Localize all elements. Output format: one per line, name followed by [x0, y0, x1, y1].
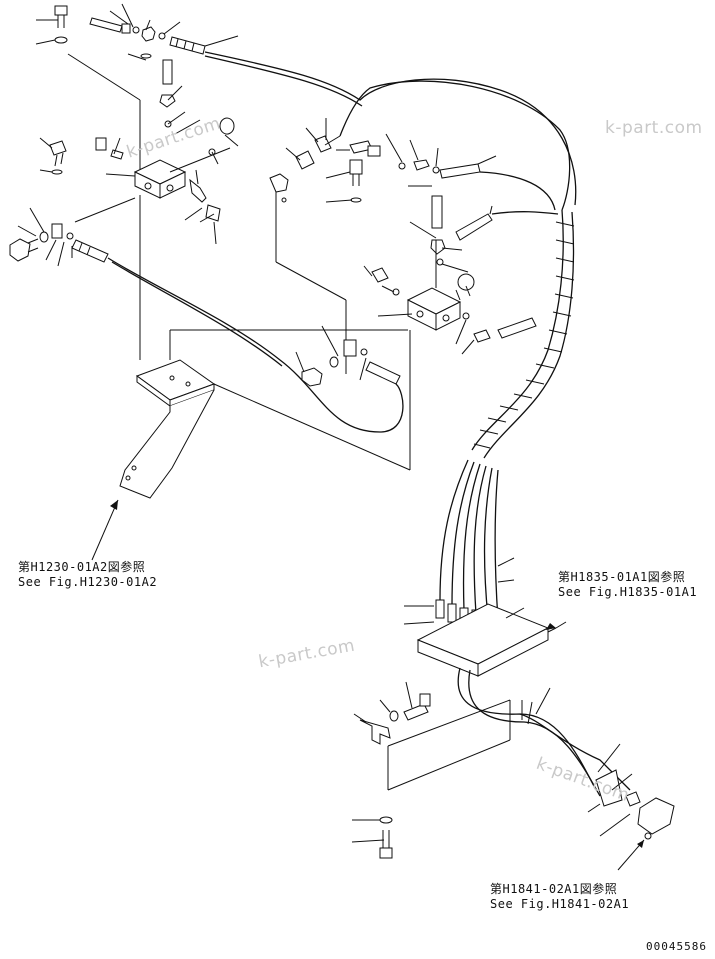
reference-h1835: 第H1835-01A1図参照 See Fig.H1835-01A1	[558, 570, 697, 600]
reference-h1230-jp: 第H1230-01A2図参照	[18, 560, 146, 574]
reference-h1841-jp: 第H1841-02A1図参照	[490, 882, 618, 896]
reference-h1230-en: See Fig.H1230-01A2	[18, 575, 158, 589]
mounting-bracket	[91, 329, 411, 561]
right-valve-assembly	[269, 118, 537, 387]
reference-h1835-en: See Fig.H1835-01A1	[558, 585, 698, 599]
left-valve-assembly	[9, 3, 239, 360]
watermark-2: k-part.com	[605, 118, 703, 138]
reference-h1841: 第H1841-02A1図参照 See Fig.H1841-02A1	[490, 882, 629, 912]
reference-h1835-jp: 第H1835-01A1図参照	[558, 570, 686, 584]
drawing-number: 00045586	[646, 940, 707, 953]
hose-routing	[107, 51, 675, 871]
reference-h1230: 第H1230-01A2図参照 See Fig.H1230-01A2	[18, 560, 157, 590]
reference-h1841-en: See Fig.H1841-02A1	[490, 897, 630, 911]
